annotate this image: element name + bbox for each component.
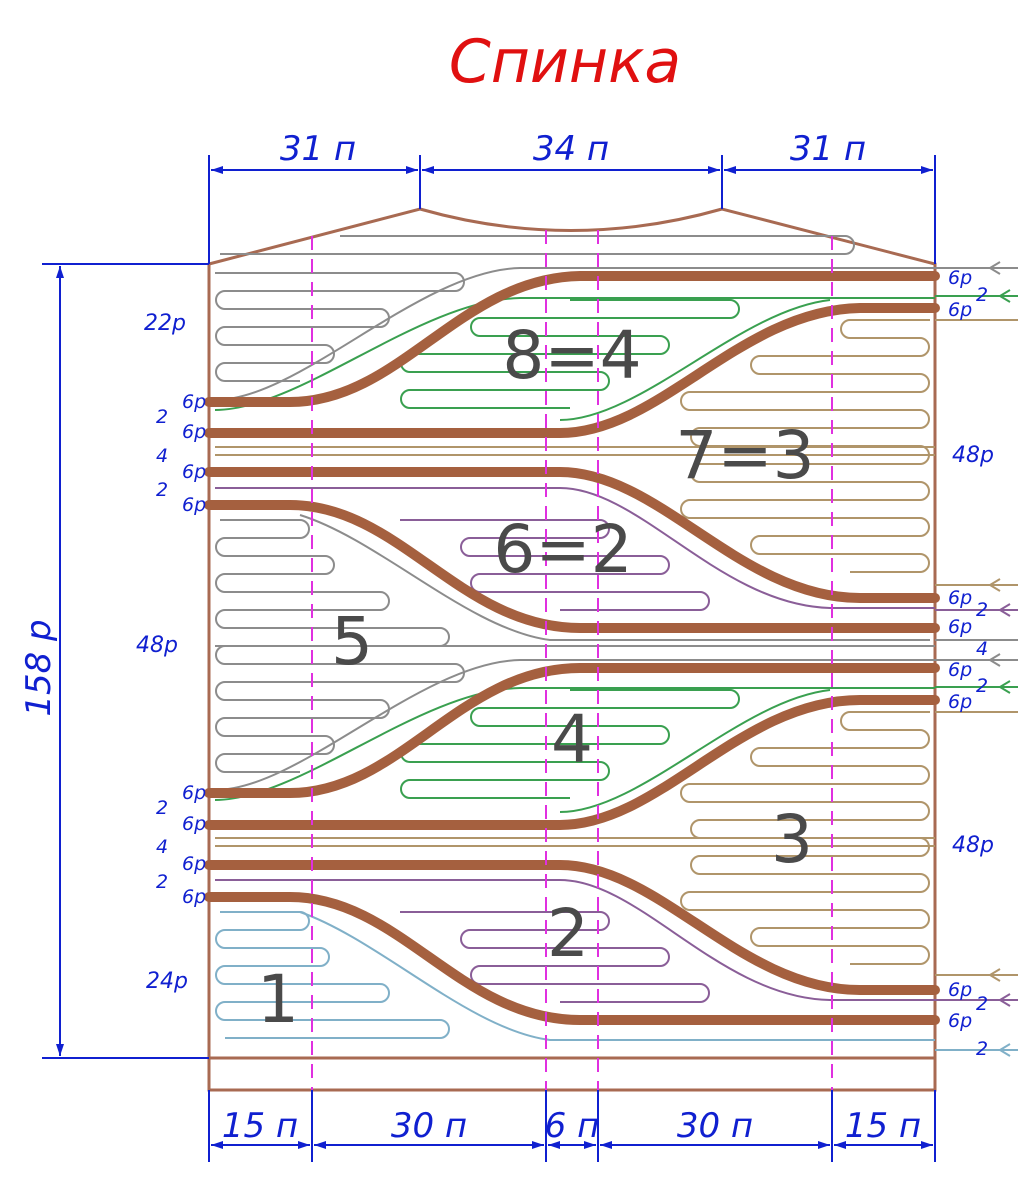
left-upper-4: 4 <box>156 445 168 467</box>
left-rows-48: 48р <box>136 633 178 658</box>
section-6: 6=2 <box>493 511 632 588</box>
tan-rows-section-7 <box>215 319 935 573</box>
gray-rows-top-left <box>214 235 935 401</box>
top-dim-right: 31 п <box>790 129 866 169</box>
right-yarn-arrows <box>935 261 1018 1057</box>
right-g2-7: 6р <box>948 691 972 713</box>
section-1: 1 <box>257 961 299 1038</box>
left-lower-2: 2 <box>156 797 168 819</box>
left-lower-3: 6р <box>182 813 206 835</box>
right-g1-1: 6р <box>948 267 972 289</box>
left-lower-1: 6р <box>182 782 206 804</box>
bottom-dim-2: 30 п <box>391 1106 467 1146</box>
left-upper-3: 6р <box>182 421 206 443</box>
left-upper-6: 2 <box>156 479 168 501</box>
left-upper-2: 2 <box>156 406 168 428</box>
height-dim-label: 158 р <box>19 619 59 716</box>
left-upper-5: 6р <box>182 461 206 483</box>
section-7: 7=3 <box>675 417 814 494</box>
right-g4-4: 2 <box>976 1038 988 1060</box>
bottom-dim-4: 30 п <box>677 1106 753 1146</box>
section-2: 2 <box>547 895 589 972</box>
left-upper-7: 6р <box>182 494 206 516</box>
section-5: 5 <box>331 603 373 680</box>
right-g1-3: 6р <box>948 299 972 321</box>
marker-lines <box>311 230 833 1090</box>
right-labels: 48р 48р 6р 2 6р 6р 2 6р 4 6р 2 6р 6р 2 6… <box>948 267 994 1060</box>
height-dimension: 158 р <box>19 263 209 1059</box>
right-g4-1: 6р <box>948 979 972 1001</box>
purple-rows-section-6 <box>215 487 935 611</box>
piece-outline <box>207 207 937 1092</box>
right-g2-1: 6р <box>948 587 972 609</box>
right-g4-3: 6р <box>948 1010 972 1032</box>
bottom-dimension: 15 п 30 п 6 п 30 п 15 п <box>208 1090 936 1162</box>
top-dim-center: 34 п <box>533 129 609 169</box>
tan-rows-section-3 <box>215 711 935 965</box>
left-lower-5: 6р <box>182 853 206 875</box>
right-g2-2: 2 <box>976 599 988 621</box>
left-rows-24: 24р <box>146 969 188 994</box>
section-labels: 8=4 7=3 6=2 5 4 3 2 1 <box>257 317 815 1038</box>
right-g2-3: 6р <box>948 616 972 638</box>
right-g2-6: 2 <box>976 675 988 697</box>
section-4: 4 <box>551 701 593 778</box>
left-lower-4: 4 <box>156 836 168 858</box>
left-labels: 22р 48р 24р 6р 2 6р 4 6р 2 6р 6р 2 6р 4 … <box>136 311 206 994</box>
right-g1-2: 2 <box>976 284 988 306</box>
top-dimension: 31 п 34 п 31 п <box>208 129 936 264</box>
left-rows-22: 22р <box>144 311 186 336</box>
right-rows-48-bottom: 48р <box>952 833 994 858</box>
left-lower-6: 2 <box>156 871 168 893</box>
section-3: 3 <box>771 801 813 878</box>
right-g4-2: 2 <box>976 993 988 1015</box>
left-lower-7: 6р <box>182 886 206 908</box>
blue-rows-section-1 <box>215 911 935 1041</box>
bottom-dim-5: 15 п <box>845 1106 921 1146</box>
right-rows-48-top: 48р <box>952 443 994 468</box>
purple-rows-section-2 <box>215 879 935 1003</box>
right-g2-4: 4 <box>976 638 988 660</box>
section-8: 8=4 <box>502 317 641 394</box>
left-upper-1: 6р <box>182 391 206 413</box>
page-title: Спинка <box>449 27 681 97</box>
right-g2-5: 6р <box>948 659 972 681</box>
top-dim-left: 31 п <box>280 129 356 169</box>
gray-rows-section-5 <box>214 514 935 791</box>
bottom-dim-1: 15 п <box>222 1106 298 1146</box>
bottom-dim-3: 6 п <box>545 1106 600 1146</box>
